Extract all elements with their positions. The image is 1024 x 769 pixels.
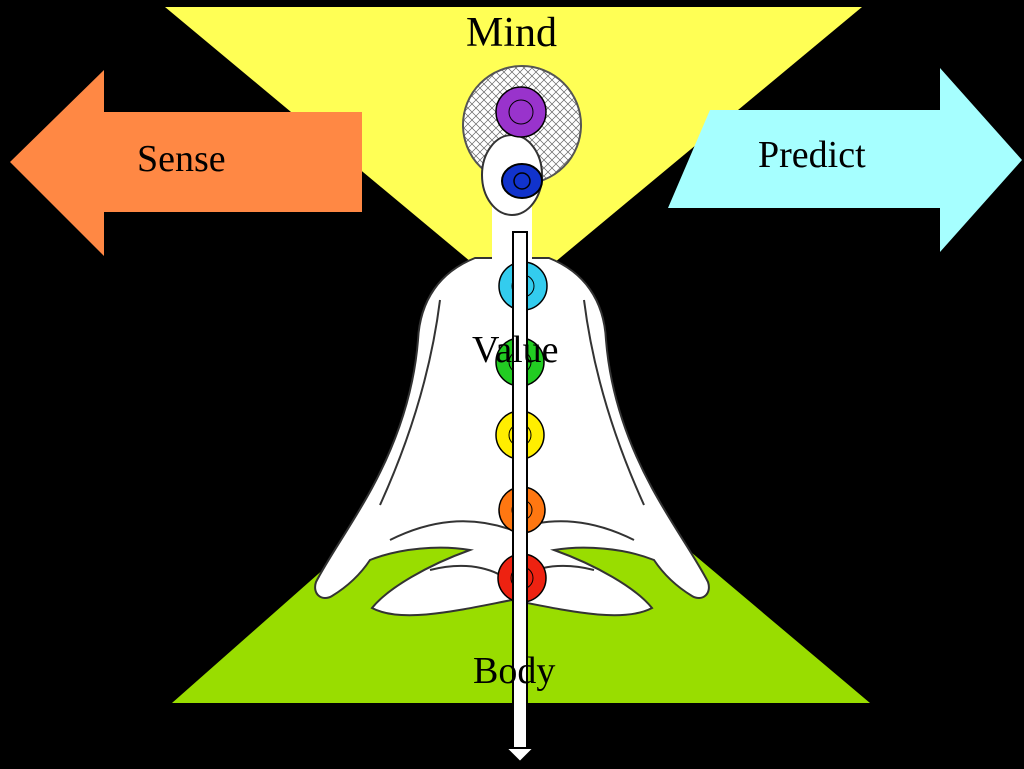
body-label: Body — [473, 652, 555, 690]
chakra-third-eye — [502, 164, 542, 198]
sense-label: Sense — [137, 140, 226, 178]
value-label: Value — [472, 331, 559, 369]
mind-label: Mind — [466, 12, 557, 54]
chakra-crown — [496, 87, 546, 137]
predict-label: Predict — [758, 136, 866, 174]
